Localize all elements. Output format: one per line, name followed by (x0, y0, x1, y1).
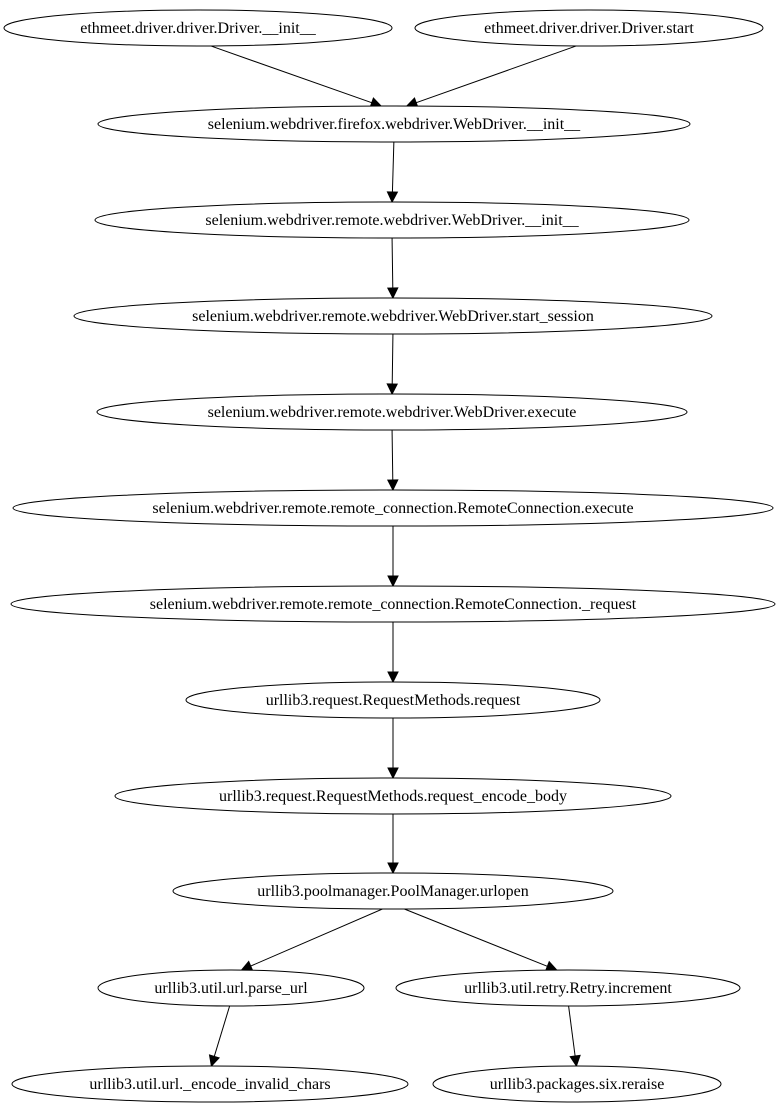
node-label: urllib3.request.RequestMethods.request_e… (219, 788, 567, 805)
edge-n13-n15 (568, 1005, 576, 1057)
edge-n1-n3 (210, 45, 372, 104)
graph-node: selenium.webdriver.remote.remote_connect… (12, 489, 774, 527)
graph-node: selenium.webdriver.firefox.webdriver.Web… (97, 105, 691, 143)
graph-node: urllib3.request.RequestMethods.request_e… (114, 777, 672, 815)
node-label: selenium.webdriver.firefox.webdriver.Web… (208, 116, 581, 133)
graph-node: ethmeet.driver.driver.Driver.__init__ (3, 9, 393, 47)
node-ellipse (73, 297, 713, 335)
node-ellipse (96, 393, 688, 431)
node-ellipse (395, 969, 741, 1007)
edge-n6-n7 (391, 429, 394, 481)
edges-layer (208, 45, 581, 1068)
edge-n4-n5 (391, 237, 394, 289)
node-label: selenium.webdriver.remote.remote_connect… (152, 500, 633, 517)
node-label: selenium.webdriver.remote.webdriver.WebD… (208, 404, 577, 421)
node-ellipse (10, 585, 776, 623)
graph-node: urllib3.util.retry.Retry.increment (395, 969, 741, 1007)
arrowhead-icon (386, 479, 399, 492)
node-label: ethmeet.driver.driver.Driver.__init__ (80, 20, 316, 37)
edge-n11-n12 (250, 908, 383, 967)
edge-n2-n3 (416, 45, 577, 104)
graph-node: selenium.webdriver.remote.remote_connect… (10, 585, 776, 623)
graph-node: ethmeet.driver.driver.Driver.start (414, 9, 764, 47)
node-ellipse (185, 681, 601, 719)
graph-node: urllib3.poolmanager.PoolManager.urlopen (172, 872, 614, 910)
node-label: urllib3.util.url._encode_invalid_chars (89, 1076, 330, 1093)
node-label: urllib3.request.RequestMethods.request (266, 692, 521, 709)
edge-n12-n14 (213, 1005, 231, 1057)
arrowhead-icon (387, 862, 399, 875)
arrowhead-icon (387, 767, 399, 780)
node-ellipse (94, 201, 690, 239)
node-label: urllib3.util.url.parse_url (154, 980, 308, 997)
arrowhead-icon (240, 960, 254, 972)
node-ellipse (11, 1065, 409, 1103)
node-label: urllib3.poolmanager.PoolManager.urlopen (257, 883, 529, 900)
graph-node: urllib3.packages.six.reraise (432, 1065, 722, 1103)
graph-node: selenium.webdriver.remote.webdriver.WebD… (73, 297, 713, 335)
node-ellipse (414, 9, 764, 47)
node-label: ethmeet.driver.driver.Driver.start (484, 20, 694, 37)
edge-n11-n13 (404, 908, 548, 967)
graph-node: selenium.webdriver.remote.webdriver.WebD… (94, 201, 690, 239)
arrowhead-icon (386, 383, 399, 396)
arrowhead-icon (387, 671, 399, 684)
node-label: selenium.webdriver.remote.webdriver.WebD… (205, 212, 579, 229)
graph-node: selenium.webdriver.remote.webdriver.WebD… (96, 393, 688, 431)
node-ellipse (172, 872, 614, 910)
node-ellipse (12, 489, 774, 527)
node-ellipse (97, 105, 691, 143)
edge-n5-n6 (391, 333, 394, 385)
node-ellipse (432, 1065, 722, 1103)
node-label: selenium.webdriver.remote.remote_connect… (150, 596, 637, 613)
graph-node: urllib3.util.url._encode_invalid_chars (11, 1065, 409, 1103)
node-ellipse (114, 777, 672, 815)
node-ellipse (97, 969, 365, 1007)
arrowhead-icon (386, 287, 399, 300)
arrowhead-icon (569, 1054, 581, 1068)
edge-n3-n4 (391, 141, 395, 193)
node-label: urllib3.packages.six.reraise (490, 1076, 665, 1093)
nodes-layer: ethmeet.driver.driver.Driver.__init__ eth… (3, 9, 776, 1103)
node-label: urllib3.util.retry.Retry.increment (464, 980, 672, 997)
arrowhead-icon (386, 191, 399, 204)
arrowhead-icon (387, 575, 399, 588)
graph-node: urllib3.request.RequestMethods.request (185, 681, 601, 719)
graph-node: urllib3.util.url.parse_url (97, 969, 365, 1007)
arrowhead-icon (208, 1054, 221, 1068)
node-label: selenium.webdriver.remote.webdriver.WebD… (192, 308, 594, 325)
node-ellipse (3, 9, 393, 47)
